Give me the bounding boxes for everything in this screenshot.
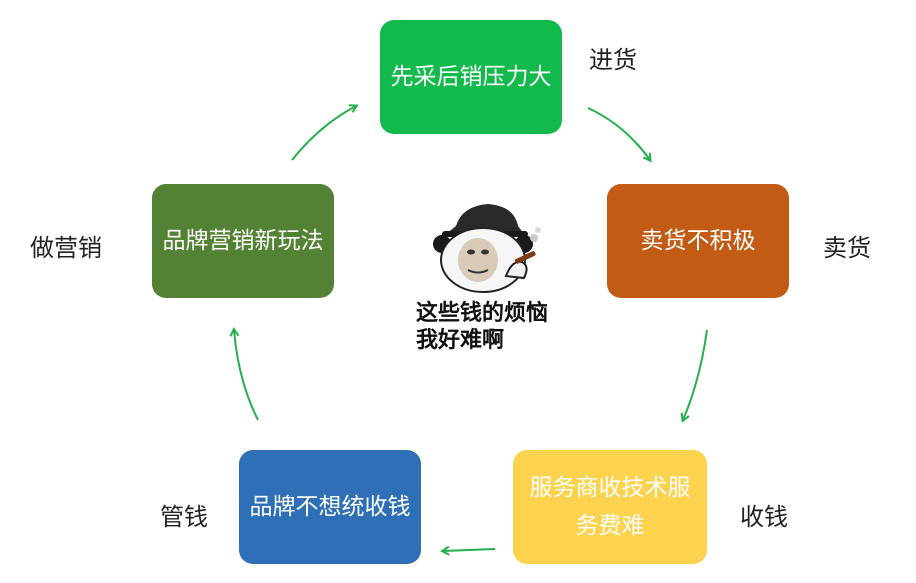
panda-meme-smoking-icon [433, 204, 541, 293]
stage-box-purchase: 先采后销压力大 [380, 20, 562, 134]
caption-line-1: 这些钱的烦恼 [416, 301, 549, 326]
stage-box-marketing: 品牌营销新玩法 [152, 184, 334, 298]
stage-box-collect: 服务商收技术服务费难 [513, 450, 707, 564]
stage-box-selling: 卖货不积极 [607, 184, 789, 298]
stage-text: 品牌营销新玩法 [162, 228, 324, 254]
arrow-left-to-top [291, 106, 356, 161]
stage-text: 卖货不积极 [640, 228, 756, 254]
stage-text: 服务商收技术服务费难 [529, 475, 691, 539]
caption-line-2: 我好难啊 [416, 328, 505, 353]
center-caption: 这些钱的烦恼 我好难啊 [416, 300, 548, 354]
stage-text: 品牌不想统收钱 [249, 494, 411, 520]
side-label-collect: 收钱 [740, 503, 788, 531]
side-label-selling: 卖货 [823, 234, 871, 262]
arrow-bottomleft-to-left [234, 330, 259, 421]
arrow-right-to-bottomright [683, 329, 708, 420]
side-label-purchase: 进货 [589, 46, 637, 74]
arrow-bottomright-to-bottomleft [443, 549, 496, 551]
side-label-marketing: 做营销 [30, 234, 102, 262]
stage-text: 先采后销压力大 [390, 64, 552, 90]
stage-box-manage-money: 品牌不想统收钱 [239, 450, 421, 564]
arrow-top-to-right [587, 107, 650, 160]
side-label-manage-money: 管钱 [160, 503, 208, 531]
